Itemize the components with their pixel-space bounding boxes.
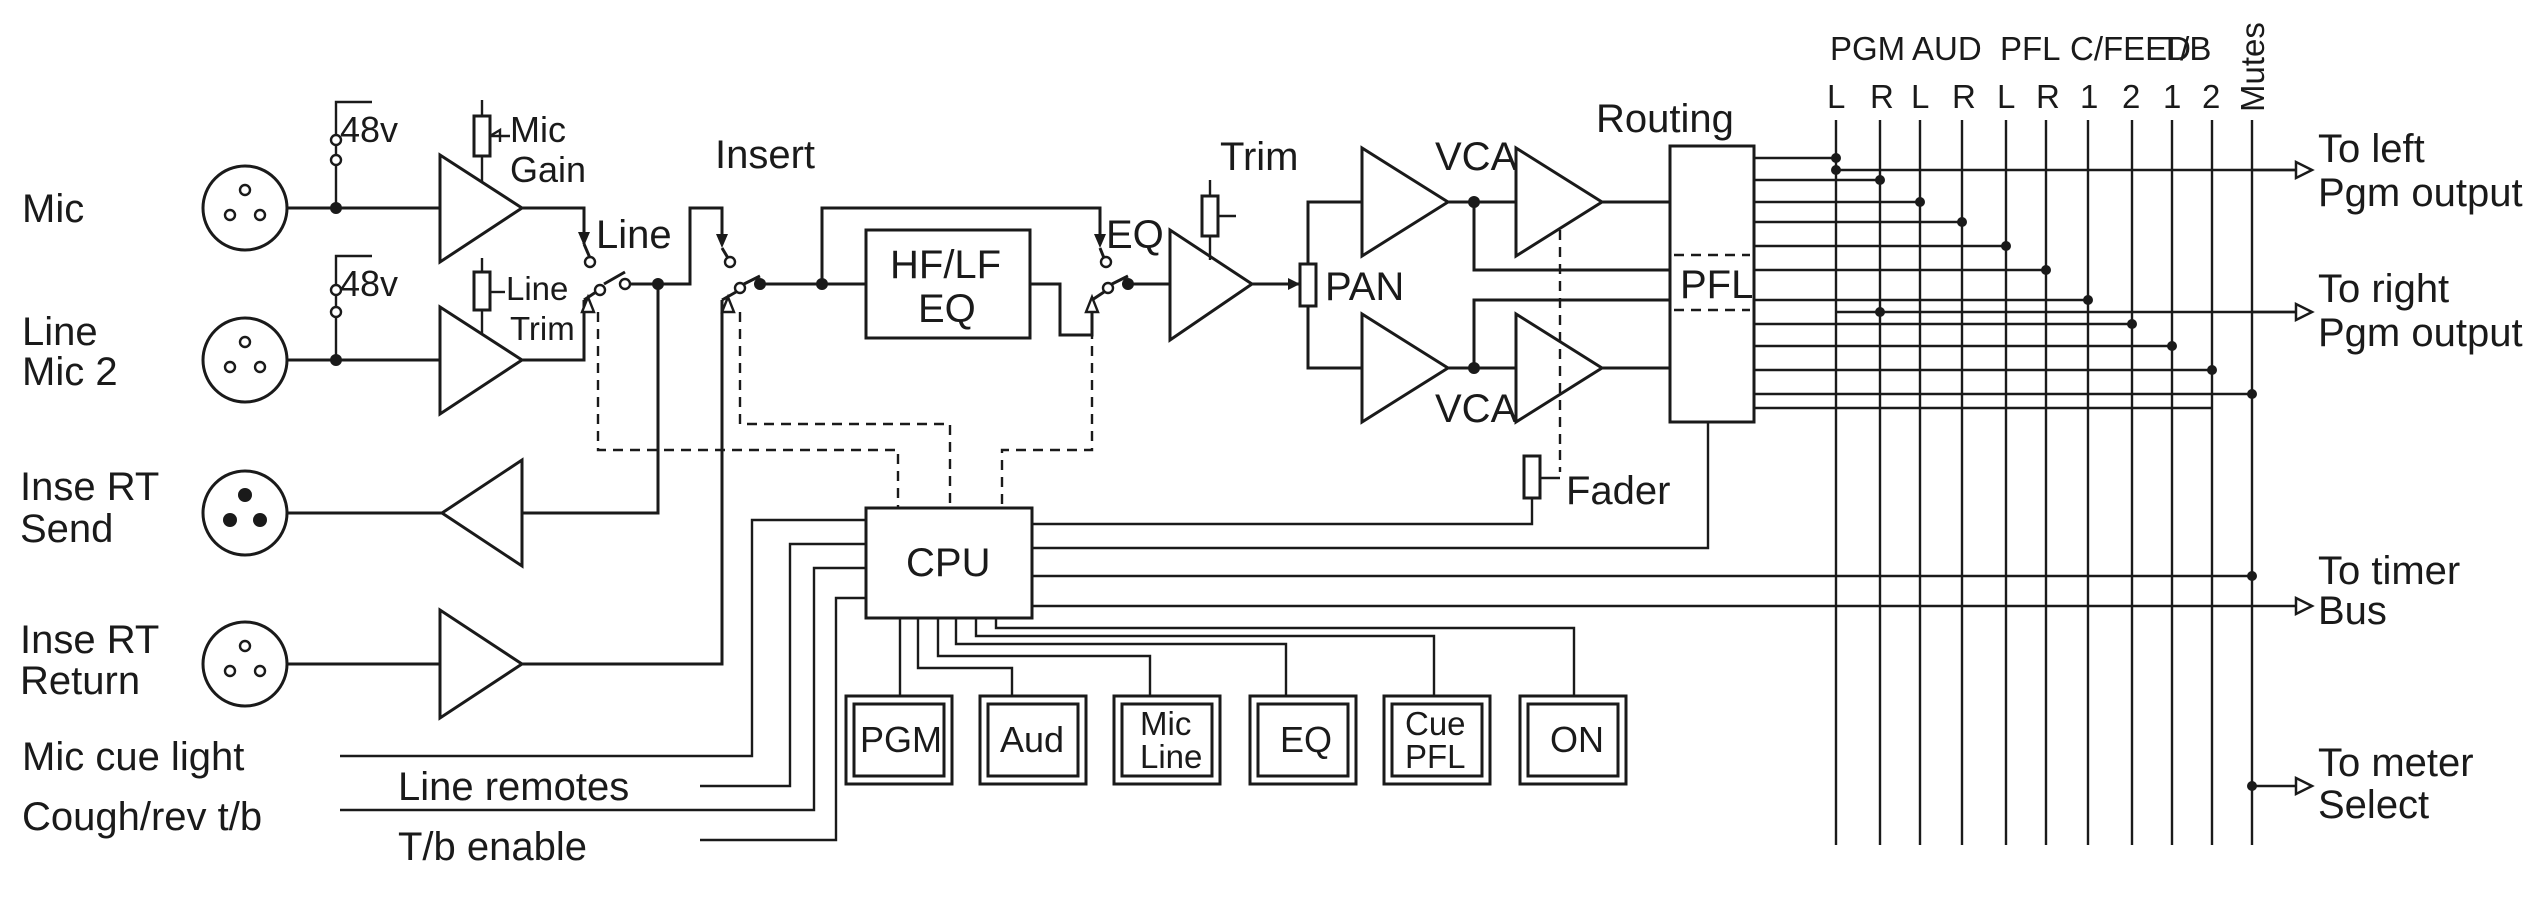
aud-button[interactable]: Aud xyxy=(978,694,1088,786)
cue-pfl-button-label-2: PFL xyxy=(1405,738,1466,775)
right-pgm-output-label: Pgm output xyxy=(2318,311,2523,355)
to-right-label: To right xyxy=(2318,267,2449,311)
eq-button-label: EQ xyxy=(1280,719,1332,760)
line-select-switch xyxy=(578,232,664,314)
bus-sub-label: R xyxy=(1952,78,1976,115)
insert-switch xyxy=(716,234,766,314)
to-timer-label: To timer xyxy=(2318,549,2460,593)
insert-return-xlr-connector xyxy=(201,620,289,708)
bus-lines xyxy=(1831,120,2257,845)
bus-cfeed-label: C/FEED xyxy=(2070,30,2191,67)
trim-pot xyxy=(1200,180,1236,260)
line-trim-pot xyxy=(472,258,505,333)
line-remotes-label: Line remotes xyxy=(398,765,629,809)
pan-left-amp-triangle xyxy=(1360,145,1451,259)
pgm-button[interactable]: PGM xyxy=(844,694,954,786)
hf-lf-eq-label: HF/LF xyxy=(890,243,1001,287)
timer-bus-label: Bus xyxy=(2318,589,2387,633)
mic-line-button-label-2: Line xyxy=(1140,738,1202,775)
meter-select-label: Select xyxy=(2318,783,2429,827)
gain-label: Gain xyxy=(510,149,586,190)
cue-pfl-button[interactable]: Cue PFL xyxy=(1382,694,1492,786)
mic2-input-label: Mic 2 xyxy=(22,350,118,394)
bus-sub-label: 1 xyxy=(2080,78,2098,115)
line-preamp-triangle xyxy=(438,304,525,417)
bus-pfl-label: PFL xyxy=(2000,30,2061,67)
cpu-line-switch-control xyxy=(596,312,900,508)
mic-line-button-label: Mic xyxy=(1140,705,1191,742)
insert-send-xlr-connector xyxy=(201,469,289,557)
bus-sub-label: L xyxy=(1827,78,1845,115)
insert-send-label-2: Send xyxy=(20,507,113,551)
insert-send-label: Inse RT xyxy=(20,465,159,509)
vca-bottom-label: VCA xyxy=(1435,387,1518,431)
mic-gain-pot xyxy=(472,100,510,182)
mic-line-button[interactable]: Mic Line xyxy=(1112,694,1222,786)
bus-sub-label: R xyxy=(2036,78,2060,115)
line-signal-path: 48v xyxy=(287,254,440,366)
bus-sub-label: L xyxy=(1997,78,2015,115)
cpu-insert-control xyxy=(738,312,952,508)
insert-label: Insert xyxy=(715,133,815,177)
bus-sub-label: L xyxy=(1911,78,1929,115)
eq-bypass-switch xyxy=(1084,234,1134,314)
insert-return-label-2: Return xyxy=(20,659,140,703)
bus-pgm-label: PGM xyxy=(1830,30,1905,67)
cpu-block xyxy=(864,506,1034,620)
bus-aud-label: AUD xyxy=(1912,30,1982,67)
pan-pot xyxy=(1298,262,1318,308)
cpu-button-lines xyxy=(898,618,1576,696)
vca-left-triangle xyxy=(1514,145,1605,259)
line-switch-label: Line xyxy=(596,213,672,257)
pan-right-amp-triangle xyxy=(1360,311,1451,425)
fader-label: Fader xyxy=(1566,469,1671,513)
on-button-label: ON xyxy=(1550,719,1604,760)
bus-sub-label: 1 xyxy=(2163,78,2181,115)
hf-lf-eq-block xyxy=(864,228,1032,340)
bus-sub-label: 2 xyxy=(2122,78,2140,115)
bus-sub-labels: L R L R L R 1 2 1 2 xyxy=(1827,78,2220,115)
cpu-eq-control xyxy=(1000,312,1094,508)
bus-tb-label: T/B xyxy=(2160,30,2211,67)
aud-button-label: Aud xyxy=(1000,719,1064,760)
pfl-label: PFL xyxy=(1680,263,1753,307)
bus-mutes-label: Mutes xyxy=(2234,22,2271,112)
line-input-label: Line xyxy=(22,310,98,354)
left-pgm-output-label: Pgm output xyxy=(2318,171,2523,215)
mic-input-label: Mic xyxy=(22,187,84,231)
line-trim-label: Line xyxy=(506,270,568,307)
to-meter-label: To meter xyxy=(2318,741,2474,785)
trim-label: Trim xyxy=(1220,135,1298,179)
phantom-48v-mic-label: 48v xyxy=(340,109,398,150)
pan-label: PAN xyxy=(1325,265,1404,309)
bus-sub-label: 2 xyxy=(2202,78,2220,115)
mic-gain-label: Mic xyxy=(510,109,566,150)
trim-label: Trim xyxy=(510,310,575,347)
line-mic2-xlr-connector xyxy=(201,316,289,404)
vca-top-label: VCA xyxy=(1435,135,1518,179)
phantom-48v-line-label: 48v xyxy=(340,263,398,304)
cpu-label: CPU xyxy=(906,541,990,585)
routing-block xyxy=(1668,144,1756,424)
tb-enable-label: T/b enable xyxy=(398,825,587,869)
insert-return-amp-triangle xyxy=(438,607,525,721)
routing-label: Routing xyxy=(1596,97,1734,141)
eq-block-label: EQ xyxy=(918,287,976,331)
cough-rev-label: Cough/rev t/b xyxy=(22,795,262,839)
mic-xlr-connector xyxy=(201,164,289,252)
fader-pot xyxy=(1522,450,1562,520)
cue-pfl-button-label: Cue xyxy=(1405,705,1466,742)
eq-switch-label: EQ xyxy=(1106,213,1164,257)
to-left-label: To left xyxy=(2318,127,2425,171)
insert-send-amp-triangle xyxy=(439,457,524,569)
bus-sub-label: R xyxy=(1870,78,1894,115)
eq-button[interactable]: EQ xyxy=(1248,694,1358,786)
mic-signal-path: 48v xyxy=(287,100,440,214)
insert-return-label: Inse RT xyxy=(20,618,159,662)
pgm-button-label: PGM xyxy=(860,719,942,760)
on-button[interactable]: ON xyxy=(1518,694,1628,786)
mic-cue-light-label: Mic cue light xyxy=(22,735,244,779)
